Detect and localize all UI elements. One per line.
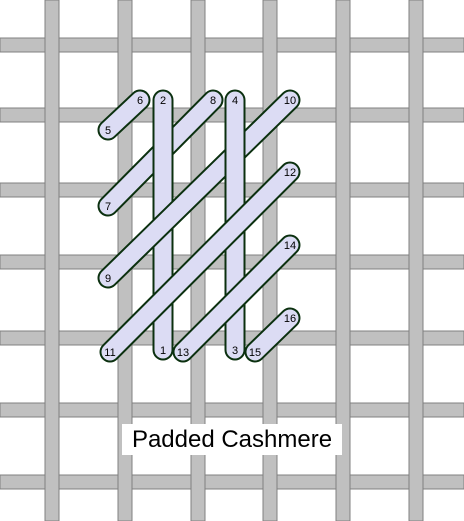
horizontal-thread xyxy=(0,475,464,489)
stitch-number-label: 8 xyxy=(210,95,216,107)
horizontal-thread xyxy=(0,38,464,52)
stitch-number-label: 14 xyxy=(284,240,296,252)
stitch-number-label: 10 xyxy=(284,95,296,107)
stitch-5-6 xyxy=(108,100,140,130)
horizontal-thread xyxy=(0,403,464,417)
stitch-number-label: 4 xyxy=(232,95,238,107)
stitch-number-label: 16 xyxy=(284,313,296,325)
stitch-number-label: 11 xyxy=(104,347,115,359)
stitch-number-label: 13 xyxy=(177,347,189,359)
stitch-number-label: 15 xyxy=(249,347,261,359)
stitch-number-label: 5 xyxy=(105,125,111,137)
stitch-number-label: 7 xyxy=(105,201,111,213)
stitch-number-label: 9 xyxy=(105,273,111,285)
stitch-number-label: 3 xyxy=(232,345,238,357)
stitch-number-label: 12 xyxy=(284,167,296,179)
stitch-number-label: 1 xyxy=(160,345,166,357)
diagram-caption: Padded Cashmere xyxy=(122,424,342,455)
stitch-number-label: 6 xyxy=(137,95,143,107)
stitch-number-label: 2 xyxy=(160,95,166,107)
